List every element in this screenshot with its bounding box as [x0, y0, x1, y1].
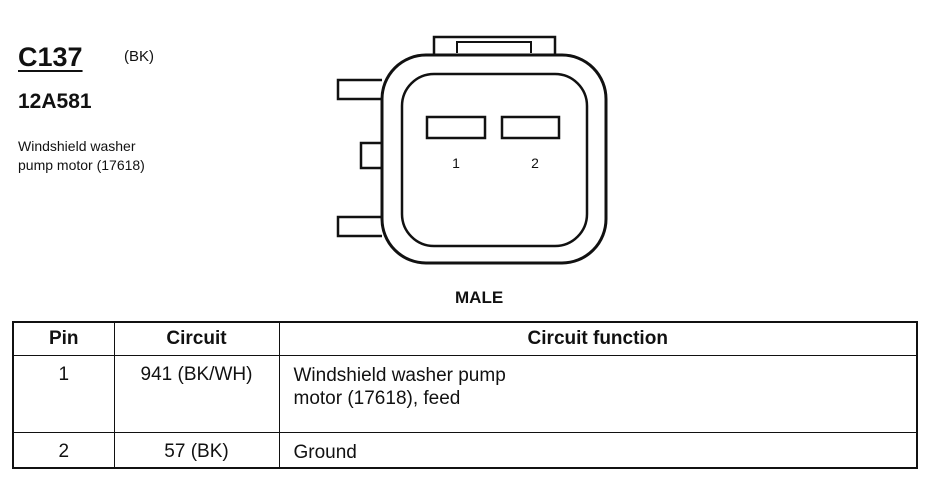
part-number: 12A581: [18, 90, 92, 113]
connector-description: Windshield washer pump motor (17618): [18, 137, 145, 175]
connector-color-code: (BK): [124, 48, 154, 65]
top-latch-outer: [432, 35, 557, 56]
connector-housing-outer: [380, 53, 608, 265]
left-locking-tab: [359, 141, 385, 170]
circuit-cell: 941 (BK/WH): [113, 355, 280, 433]
header-pin: Pin: [12, 321, 115, 356]
function-line: Windshield washer pump: [293, 365, 506, 386]
left-flange-upper: [336, 78, 382, 101]
pin-1-label: 1: [452, 155, 460, 171]
connector-housing-inner: [400, 72, 589, 248]
pin-2-label: 2: [531, 155, 539, 171]
description-line-2: pump motor (17618): [18, 157, 145, 173]
table-row: 2 57 (BK) Ground: [12, 432, 918, 469]
pin-cell: 2: [12, 432, 115, 469]
connector-gender: MALE: [455, 288, 504, 307]
pin-2-terminal: [500, 115, 561, 140]
left-flange-lower: [336, 215, 382, 238]
pin-cell: 1: [12, 355, 115, 433]
function-cell: Ground: [278, 432, 918, 469]
function-line: motor (17618), feed: [293, 388, 461, 409]
description-line-1: Windshield washer: [18, 138, 136, 154]
pinout-table: Pin Circuit Circuit function 1 941 (BK/W…: [12, 321, 918, 469]
top-latch-inner: [456, 41, 532, 53]
connector-id: C137: [18, 42, 83, 72]
function-line: Ground: [293, 442, 357, 463]
table-header-row: Pin Circuit Circuit function: [12, 321, 918, 356]
header-circuit: Circuit: [113, 321, 280, 356]
table-row: 1 941 (BK/WH) Windshield washer pump mot…: [12, 355, 918, 433]
circuit-cell: 57 (BK): [113, 432, 280, 469]
pin-1-terminal: [425, 115, 487, 140]
function-cell: Windshield washer pump motor (17618), fe…: [278, 355, 918, 433]
header-circuit-function: Circuit function: [278, 321, 918, 356]
connector-face-diagram: 1 2: [336, 35, 608, 265]
